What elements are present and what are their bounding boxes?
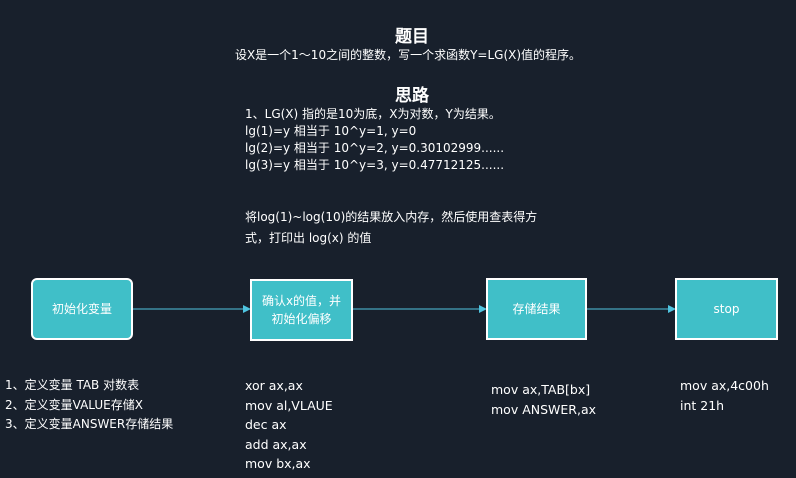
idea-line: lg(1)=y 相当于 10^y=1, y=0 bbox=[245, 124, 417, 138]
idea-extra: 将log(1)~log(10)的结果放入内存，然后使用查表得方 式，打印出 lo… bbox=[245, 207, 537, 249]
node-label: stop bbox=[713, 302, 740, 316]
idea-line: lg(3)=y 相当于 10^y=3, y=0.47712125...... bbox=[245, 158, 505, 172]
idea-line: 1、LG(X) 指的是10为底，X为对数，Y为结果。 bbox=[245, 107, 501, 121]
code-confirm-x: xor ax,ax mov al,VLAUE dec ax add ax,ax … bbox=[245, 376, 333, 474]
code-line: mov ax,TAB[bx] bbox=[491, 382, 591, 397]
code-line: xor ax,ax bbox=[245, 378, 303, 393]
code-stop: mov ax,4c00h int 21h bbox=[680, 376, 769, 415]
node-label: 确认x的值，并 初始化偏移 bbox=[261, 294, 342, 326]
node-stop: stop bbox=[675, 278, 778, 340]
title: 题目 bbox=[395, 27, 429, 47]
note-line: 2、定义变量VALUE存储X bbox=[5, 397, 143, 412]
note-line: 1、定义变量 TAB 对数表 bbox=[5, 378, 140, 392]
idea-extra-line: 将log(1)~log(10)的结果放入内存，然后使用查表得方 bbox=[245, 210, 538, 224]
node-label: 存储结果 bbox=[512, 302, 561, 316]
notes-init: 1、定义变量 TAB 对数表 2、定义变量VALUE存储X 3、定义变量ANSW… bbox=[5, 376, 173, 435]
code-line: mov ax,4c00h bbox=[680, 378, 769, 393]
node-init-vars: 初始化变量 bbox=[31, 278, 133, 340]
node-confirm-x: 确认x的值，并 初始化偏移 bbox=[250, 279, 353, 341]
code-line: mov ANSWER,ax bbox=[491, 401, 597, 417]
node-label: 初始化变量 bbox=[51, 302, 112, 316]
code-line: dec ax bbox=[245, 417, 287, 432]
code-line: int 21h bbox=[680, 397, 725, 413]
idea-line: lg(2)=y 相当于 10^y=2, y=0.30102999...... bbox=[245, 141, 505, 155]
idea-extra-line: 式，打印出 log(x) 的值 bbox=[245, 231, 372, 245]
code-store-result: mov ax,TAB[bx] mov ANSWER,ax bbox=[491, 380, 596, 419]
idea-lines: 1、LG(X) 指的是10为底，X为对数，Y为结果。 lg(1)=y 相当于 1… bbox=[245, 106, 504, 174]
code-line: mov bx,ax bbox=[245, 456, 311, 471]
note-line: 3、定义变量ANSWER存储结果 bbox=[5, 417, 174, 431]
node-store-result: 存储结果 bbox=[486, 278, 587, 340]
idea-title: 思路 bbox=[395, 86, 429, 106]
problem-statement: 设X是一个1～10之间的整数，写一个求函数Y=LG(X)值的程序。 bbox=[234, 48, 582, 62]
code-line: add ax,ax bbox=[245, 436, 307, 452]
code-line: mov al,VLAUE bbox=[245, 397, 333, 413]
